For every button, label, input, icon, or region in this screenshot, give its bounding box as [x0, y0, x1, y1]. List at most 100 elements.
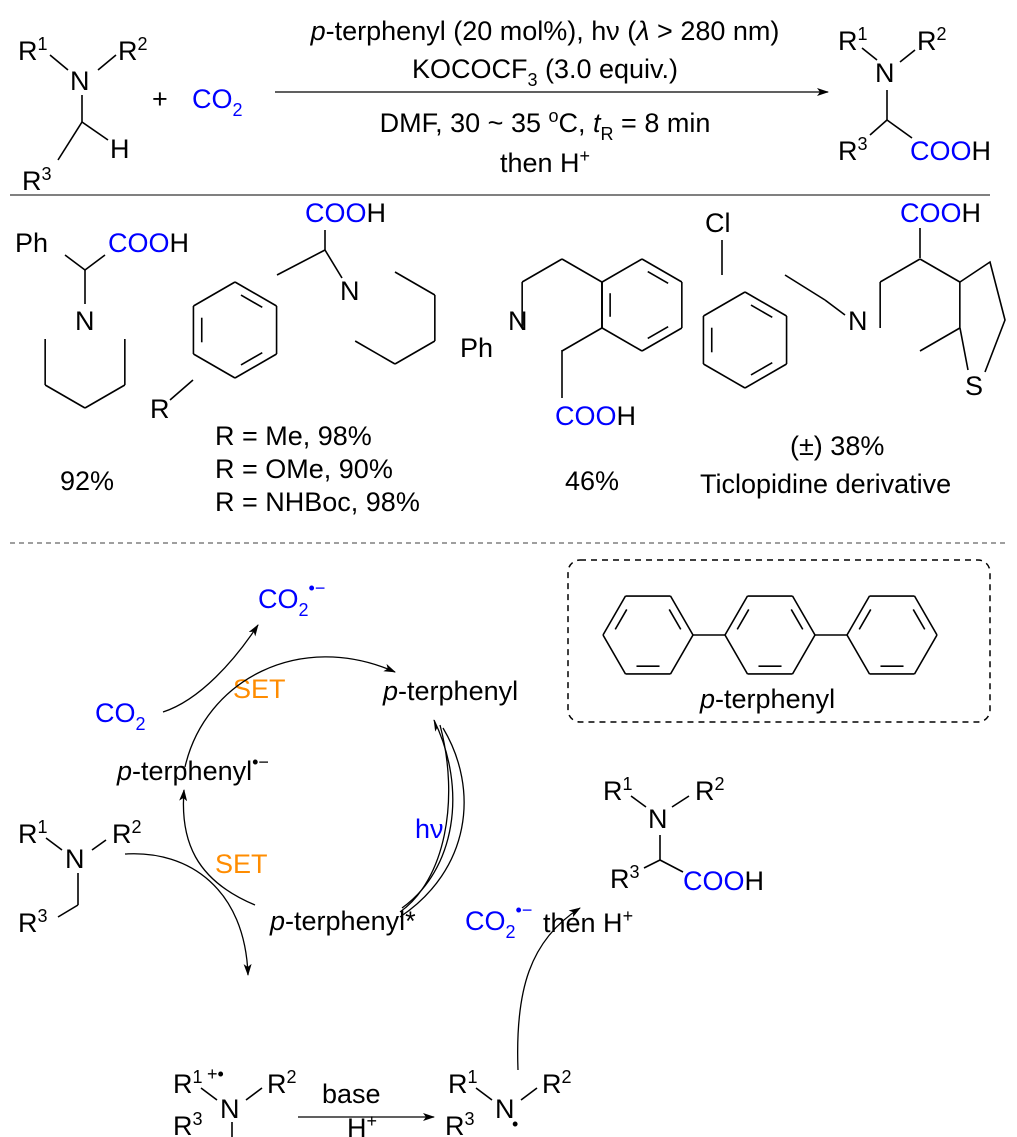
tetrahydropyridine-ring-bond — [919, 327, 961, 352]
chlorobenzene-ring-bond — [744, 363, 787, 389]
plus-sign: + — [152, 84, 168, 114]
yield-label: 92% — [60, 466, 114, 496]
benzene-ring-bond — [601, 258, 643, 283]
cl-label: Cl — [705, 208, 731, 238]
piperidine-ring-bond — [354, 340, 396, 365]
tetrahydroisoquinoline-ring-bond — [561, 258, 603, 283]
hv-label: hν — [415, 814, 444, 844]
yield-label: (±) 38% — [790, 431, 884, 461]
terphenyl-box-label: p-terphenyl — [699, 684, 835, 714]
cooh-label: COOH — [305, 198, 386, 228]
r2-label: R2 — [118, 34, 148, 66]
terphenyl-ring-double-bond — [668, 609, 682, 630]
r3-label: R3 — [22, 164, 52, 196]
ph-label: Ph — [15, 228, 48, 258]
piperidine-ring-bond — [394, 271, 436, 296]
radical-cation-mark: +• — [207, 1064, 224, 1084]
conditions-line-2: KOCOCF3 (3.0 equiv.) — [412, 54, 678, 90]
example-3: Ph N COOH 46% — [460, 306, 636, 496]
tetrahydroisoquinoline-ring-bond — [521, 258, 563, 283]
tetrahydroisoquinoline-ring-bond — [561, 327, 603, 352]
chlorobenzene-ring-bond — [703, 291, 746, 317]
example-2: R COOH N R = Me, 98% R = OMe, 90% R = NH… — [150, 198, 420, 517]
cooh-label: COOH — [910, 136, 991, 166]
nitrogen-label: N — [648, 804, 668, 834]
r3-label: R3 — [173, 1109, 203, 1137]
radical-dot: • — [512, 1114, 518, 1134]
mechanism-product: R1 N R2 R3 COOH — [603, 774, 764, 896]
terphenyl-ring-bond — [602, 634, 627, 675]
terphenyl-ring-double-bond — [736, 609, 750, 630]
r3-label: R3 — [838, 134, 868, 166]
example-4: Cl N COOH S (±) 38% Ticlopidine derivati… — [700, 198, 983, 499]
r2-label: R2 — [542, 1067, 572, 1099]
ring-layer — [44, 258, 1006, 675]
example-1: Ph COOH N 92% — [15, 228, 189, 496]
nitrogen-label: N — [65, 844, 85, 874]
amine-substrate: R1 N R2 R3 — [18, 817, 142, 938]
benzene-ring-double-bond — [240, 351, 263, 366]
r3-label: R3 — [610, 862, 640, 894]
benzene-ring-bond — [193, 353, 236, 379]
r1-label: R1 — [18, 817, 48, 849]
excitation-arrow — [399, 727, 465, 918]
r1-label: R1 — [838, 24, 868, 56]
terphenyl-ring-bond — [791, 634, 816, 675]
set-label-bottom: SET — [215, 849, 268, 879]
r2-label: R2 — [267, 1067, 297, 1099]
r3-label: R3 — [445, 1109, 475, 1137]
r2-label: R2 — [695, 774, 725, 806]
r1-label: R1 — [448, 1067, 478, 1099]
nitrogen-label: N — [75, 306, 95, 336]
yield-label: R = OMe, 90% — [215, 454, 393, 484]
s-label: S — [965, 371, 983, 401]
chlorobenzene-ring-double-bond — [750, 304, 773, 319]
yield-label: R = NHBoc, 98% — [215, 487, 420, 517]
benzene-ring-bond — [601, 327, 643, 352]
cooh-label: COOH — [555, 401, 636, 431]
r1-label: R1 — [173, 1067, 203, 1099]
co2-radical-anion-right: CO2•− — [465, 900, 532, 942]
yield-label: R = Me, 98% — [215, 421, 372, 451]
terphenyl-ring-bond — [846, 595, 871, 636]
tetrahydropyridine-ring-bond — [919, 258, 961, 283]
terphenyl-ring-bond — [602, 595, 627, 636]
co2-label: CO2 — [95, 698, 146, 734]
h-label: H — [110, 134, 130, 164]
terphenyl-excited-state: p-terphenyl* — [269, 906, 416, 936]
r1-label: R1 — [603, 774, 633, 806]
nitrogen-label: N — [875, 58, 895, 88]
nitrogen-label: N — [495, 1094, 515, 1124]
co2-reagent: CO2 — [192, 84, 243, 120]
r2-label: R2 — [917, 24, 947, 56]
chlorobenzene-ring-bond — [703, 363, 746, 389]
base-label: base — [322, 1079, 381, 1109]
terphenyl-ring-double-bond — [790, 609, 804, 630]
r2-label: R2 — [112, 817, 142, 849]
r1-label: R1 — [18, 34, 48, 66]
product-amino-acid: R1 N R2 R3 COOH — [838, 24, 991, 166]
co2-radical-anion-top: CO2•− — [258, 578, 325, 620]
terphenyl-ring-bond — [724, 634, 749, 675]
terphenyl-ring-double-bond — [912, 609, 926, 630]
ph-label: Ph — [460, 333, 493, 363]
piperidine-ring-bond — [394, 340, 436, 365]
piperidine-ring-bond — [44, 384, 86, 409]
terphenyl-ring-bond — [724, 595, 749, 636]
piperidine-ring-bond — [84, 384, 126, 409]
benzene-ring-bond — [234, 281, 277, 307]
yield-label: 46% — [565, 466, 619, 496]
thiophene-ring — [959, 260, 1006, 373]
benzene-ring-bond — [193, 281, 236, 307]
terphenyl-ring-double-bond — [858, 609, 872, 630]
terphenyl-ring-bond — [846, 634, 871, 675]
terphenyl-ring-bond — [669, 634, 694, 675]
nitrogen-label: N — [220, 1094, 240, 1124]
benzene-ring-double-bond — [647, 270, 669, 284]
benzene-ring-double-bond — [647, 326, 669, 340]
nitrogen-label: N — [848, 306, 868, 336]
terphenyl-ring-bond — [913, 634, 938, 675]
r-label: R — [150, 394, 170, 424]
benzene-ring-bond — [641, 327, 683, 352]
compound-name: Ticlopidine derivative — [700, 469, 951, 499]
